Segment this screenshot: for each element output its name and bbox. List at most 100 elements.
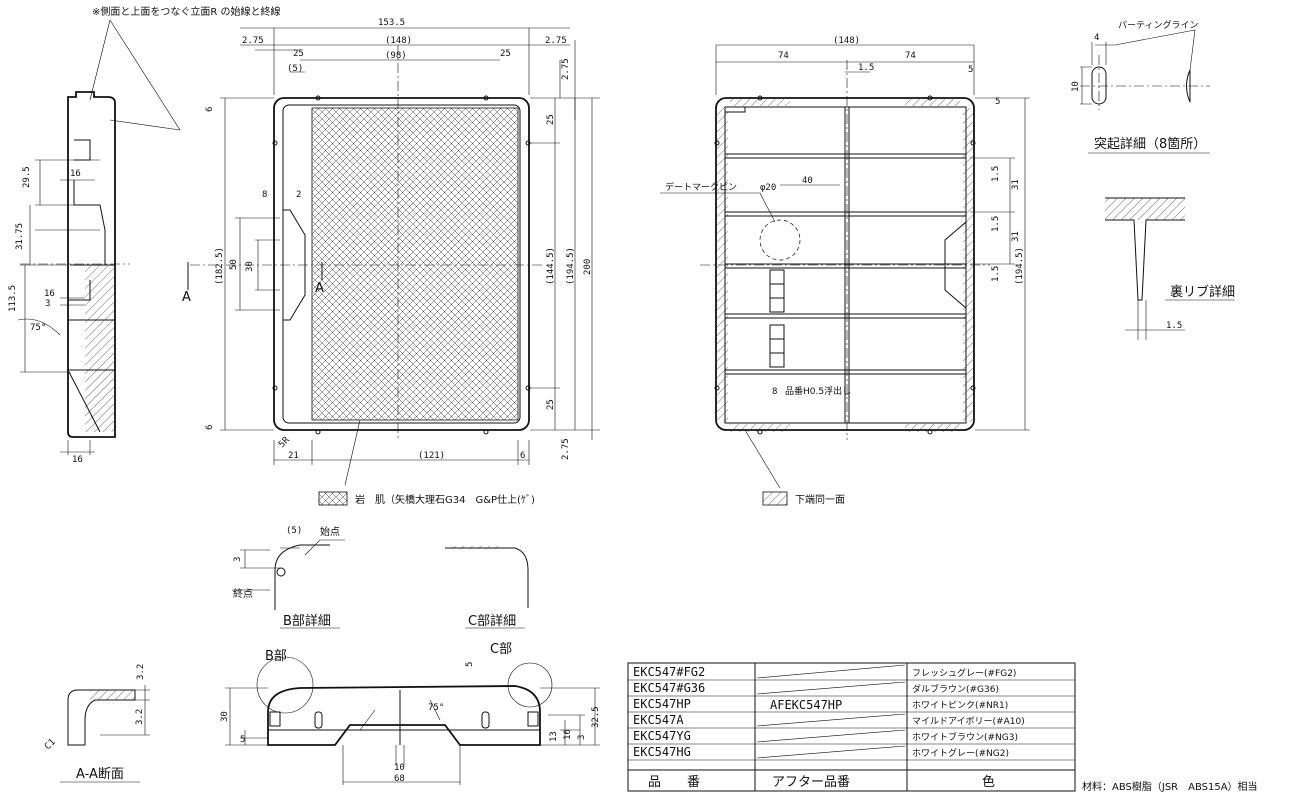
svg-text:(5): (5) xyxy=(286,526,302,536)
svg-text:5R: 5R xyxy=(277,435,292,450)
svg-text:5: 5 xyxy=(465,662,475,667)
svg-text:5: 5 xyxy=(240,735,245,745)
svg-text:74: 74 xyxy=(905,51,916,61)
svg-text:3: 3 xyxy=(233,557,243,562)
aa-section-title: A-A断面 xyxy=(76,767,124,782)
after-part-number: AFEKC547HP xyxy=(770,698,842,712)
svg-text:113.5: 113.5 xyxy=(8,285,18,312)
svg-text:4: 4 xyxy=(1094,33,1099,43)
side-elevation: 75° B部 C部 30 5 5 32.5 13 16 3 10 68 xyxy=(220,642,601,785)
svg-text:1.5: 1.5 xyxy=(991,216,1001,232)
finish-legend: 岩 肌（矢橋大理石G34 G&P仕上(ｹﾞ) xyxy=(355,493,535,506)
svg-text:(148): (148) xyxy=(385,36,412,46)
svg-text:(98): (98) xyxy=(385,51,407,61)
table-row-color: ダルブラウン(#G36) xyxy=(912,683,999,695)
svg-text:16: 16 xyxy=(72,455,83,465)
header-part-number: 品 番 xyxy=(648,775,700,790)
svg-text:30: 30 xyxy=(220,711,230,722)
svg-text:30: 30 xyxy=(245,261,255,272)
svg-text:68: 68 xyxy=(394,774,405,784)
svg-text:C1: C1 xyxy=(43,737,58,752)
svg-text:8: 8 xyxy=(262,190,267,200)
b-detail: (5) 3 始点 終点 B部詳細 xyxy=(232,525,345,629)
svg-text:終点: 終点 xyxy=(233,587,253,600)
table-row-part-number: EKC547HP xyxy=(633,697,691,711)
svg-text:B部: B部 xyxy=(265,649,287,664)
table-row-part-number: EKC547#FG2 xyxy=(633,665,705,679)
table-row-part-number: EKC547A xyxy=(633,713,684,727)
table-row-color: フレッシュグレー(#FG2) xyxy=(912,667,1016,679)
c-detail: C部詳細 xyxy=(445,546,529,629)
finish-swatch xyxy=(318,491,348,506)
top-view: 153.5 (148) 2.75 2.75 25 25 (98) (5) 2.7… xyxy=(182,18,600,486)
svg-text:6: 6 xyxy=(205,107,215,112)
svg-text:2: 2 xyxy=(296,190,301,200)
svg-text:50: 50 xyxy=(229,259,239,270)
svg-text:(194.5): (194.5) xyxy=(566,247,576,285)
svg-text:(148): (148) xyxy=(833,36,860,46)
svg-text:5: 5 xyxy=(995,97,1000,107)
svg-text:3: 3 xyxy=(45,299,50,309)
svg-text:A: A xyxy=(182,290,191,305)
bottom-view: (148) 74 74 1.5 5 5 1.5 31 1.5 31 1.5 (1… xyxy=(660,36,1030,489)
svg-text:74: 74 xyxy=(778,51,789,61)
b-detail-title: B部詳細 xyxy=(283,613,331,629)
svg-text:32.5: 32.5 xyxy=(591,706,601,728)
svg-text:φ20: φ20 xyxy=(760,183,776,193)
svg-text:16: 16 xyxy=(70,169,81,179)
svg-text:31: 31 xyxy=(1011,231,1021,242)
svg-text:6: 6 xyxy=(520,451,525,461)
note-start-end-lines: ※側面と上面をつなぐ立面R の始線と終線 xyxy=(92,5,281,18)
rib-detail: 1.5 裏リブ詳細 xyxy=(1105,197,1235,340)
svg-text:(182.5): (182.5) xyxy=(215,247,225,285)
svg-text:16: 16 xyxy=(44,289,55,299)
svg-text:(194.5): (194.5) xyxy=(1015,247,1025,285)
svg-text:16: 16 xyxy=(563,729,573,740)
svg-text:3.2: 3.2 xyxy=(135,709,145,725)
svg-text:31: 31 xyxy=(1011,179,1021,190)
svg-text:3.2: 3.2 xyxy=(136,664,146,680)
svg-text:A: A xyxy=(315,281,324,296)
svg-text:デートマークピン: デートマークピン xyxy=(665,181,737,193)
svg-text:2.75: 2.75 xyxy=(561,438,571,460)
material-note: 材料：ABS樹脂（JSR ABS15A）相当 xyxy=(1082,780,1258,793)
svg-text:始点: 始点 xyxy=(320,525,340,538)
svg-text:(121): (121) xyxy=(418,451,445,461)
svg-text:(5): (5) xyxy=(287,64,303,74)
svg-text:品番H0.5浮出し: 品番H0.5浮出し xyxy=(785,385,851,397)
svg-text:6: 6 xyxy=(205,425,215,430)
svg-text:40: 40 xyxy=(802,176,813,186)
svg-text:25: 25 xyxy=(293,49,304,59)
svg-text:10: 10 xyxy=(394,763,405,773)
svg-text:C部: C部 xyxy=(490,642,512,657)
underside-legend: 下端同一面 xyxy=(795,493,845,506)
svg-text:153.5: 153.5 xyxy=(378,18,405,28)
rib-detail-title: 裏リブ詳細 xyxy=(1170,284,1235,300)
svg-text:25: 25 xyxy=(546,114,556,125)
svg-text:75°: 75° xyxy=(428,703,444,713)
svg-text:2.75: 2.75 xyxy=(242,36,264,46)
svg-text:5: 5 xyxy=(968,65,973,75)
product-table: EKC547#FG2 フレッシュグレー(#FG2) EKC547#G36 ダルブラウン… xyxy=(627,662,1076,792)
svg-text:75°: 75° xyxy=(30,323,46,333)
svg-text:2.75: 2.75 xyxy=(561,58,571,80)
side-view: 29.5 16 31.75 113.5 16 3 75° 16 xyxy=(8,91,130,465)
svg-text:200: 200 xyxy=(583,259,593,275)
svg-text:21: 21 xyxy=(288,451,299,461)
header-color: 色 xyxy=(982,774,995,790)
table-row-color: ホワイトピンク(#NR1) xyxy=(912,700,1008,711)
table-row-part-number: EKC547#G36 xyxy=(633,681,705,695)
svg-text:パーティングライン: パーティングライン xyxy=(1118,19,1198,31)
header-after-part: アフター品番 xyxy=(772,775,850,790)
svg-text:10: 10 xyxy=(1071,81,1081,92)
table-row-color: マイルドアイボリー(#A10) xyxy=(912,716,1025,727)
svg-text:31.75: 31.75 xyxy=(15,223,25,250)
protrusion-detail: 4 10 パーティングライン 突起詳細（8箇所） xyxy=(1071,19,1210,154)
svg-text:29.5: 29.5 xyxy=(22,166,32,188)
svg-text:2.75: 2.75 xyxy=(545,36,567,46)
svg-text:25: 25 xyxy=(500,49,511,59)
svg-text:13: 13 xyxy=(549,731,559,742)
svg-text:3: 3 xyxy=(577,735,587,740)
svg-text:25: 25 xyxy=(546,399,556,410)
protrusion-detail-title: 突起詳細（8箇所） xyxy=(1094,136,1206,152)
